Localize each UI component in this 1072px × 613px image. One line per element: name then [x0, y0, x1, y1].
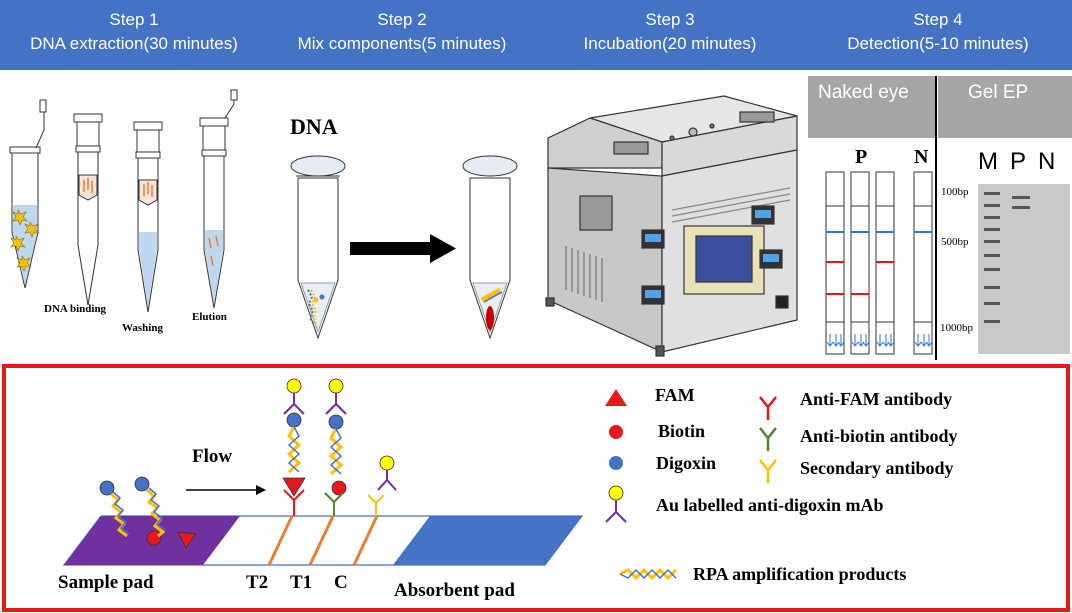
gel-ep-heading: Gel EP [968, 82, 1029, 103]
amplicons-on-sample-pad [99, 476, 197, 549]
step-4-title: Step 4 [913, 10, 963, 29]
fam-symbol [605, 389, 627, 406]
label-dna: DNA [290, 114, 338, 139]
marker-100bp: 100bp [941, 186, 969, 198]
lateral-flow-frame [2, 364, 1070, 612]
gel-sample-bands [1012, 196, 1030, 209]
gel-lane-m: M [978, 148, 998, 175]
t2-label: T2 [246, 572, 269, 593]
incubator-device [545, 95, 798, 357]
rpa-product-symbol [619, 567, 678, 581]
step-1-subtitle: DNA extraction(30 minutes) [30, 34, 238, 53]
gel-header-bg [938, 76, 1072, 138]
legend-fam: FAM [655, 385, 695, 405]
strip-flow-arrows [826, 334, 933, 347]
biotin-symbol [609, 425, 623, 439]
detection-panel [808, 76, 1072, 360]
label-washing: Washing [122, 322, 163, 334]
legend-secondary: Secondary antibody [800, 458, 954, 478]
step-3-header: Step 3 Incubation(20 minutes) [536, 8, 804, 56]
step-3-subtitle: Incubation(20 minutes) [583, 34, 757, 53]
label-elution: Elution [192, 311, 227, 323]
legend-au: Au labelled anti-digoxin mAb [656, 495, 884, 515]
legend-rpa: RPA amplification products [693, 564, 907, 584]
step-4-header: Step 4 Detection(5-10 minutes) [804, 8, 1072, 56]
anti-biotin-symbol [759, 427, 777, 451]
strip-label-n: N [914, 146, 929, 168]
legend-symbols [605, 389, 777, 581]
capture-complex-t1 [324, 378, 347, 516]
anti-fam-symbol [759, 396, 777, 420]
capture-complex-t2 [282, 378, 306, 516]
c-label: C [334, 572, 348, 593]
marker-1000bp: 1000bp [940, 322, 973, 334]
au-gold-symbol [608, 485, 624, 501]
t1-line [308, 515, 335, 566]
legend-biotin: Biotin [658, 421, 706, 441]
test-strip [62, 515, 584, 566]
strip-test-lines [826, 261, 894, 295]
step-2-subtitle: Mix components(5 minutes) [297, 34, 507, 53]
step-3-title: Step 3 [645, 10, 695, 29]
marker-500bp: 500bp [941, 236, 969, 248]
naked-eye-heading: Naked eye [818, 82, 909, 103]
legend-anti-biotin: Anti-biotin antibody [800, 426, 958, 446]
flow-label: Flow [192, 446, 233, 467]
lateral-flow-strips [825, 171, 933, 355]
absorbent-pad-label: Absorbent pad [394, 580, 515, 601]
tube-binding-2 [73, 113, 103, 306]
tube-washing [133, 121, 163, 313]
sample-pad-label: Sample pad [58, 572, 154, 593]
capture-complex-c [367, 455, 397, 516]
tube-elution [199, 89, 238, 309]
step-4-subtitle: Detection(5-10 minutes) [847, 34, 1029, 53]
t1-label: T1 [290, 572, 313, 593]
step-1-header: Step 1 DNA extraction(30 minutes) [0, 8, 268, 56]
legend-anti-fam: Anti-FAM antibody [800, 389, 953, 409]
gel-lane-p: P [1010, 148, 1027, 175]
mix-tubes [290, 155, 518, 340]
legend-digoxin: Digoxin [656, 453, 717, 473]
flow-arrow [186, 485, 266, 495]
cell-burst-markers [10, 209, 40, 272]
steps-header [0, 0, 1072, 70]
c-line [352, 515, 379, 566]
extraction-tubes [9, 89, 238, 313]
naked-eye-header-bg [808, 76, 936, 138]
step-2-header: Step 2 Mix components(5 minutes) [268, 8, 536, 56]
absorbent-pad [393, 516, 582, 565]
gel-marker-bands [984, 192, 1000, 323]
strip-label-p: P [855, 146, 868, 168]
t2-line [267, 515, 294, 566]
step-1-title: Step 1 [109, 10, 159, 29]
digoxin-symbol [609, 456, 623, 470]
secondary-symbol [759, 459, 777, 483]
label-dna-binding: DNA binding [44, 303, 107, 315]
step-2-title: Step 2 [377, 10, 427, 29]
gel-lane-n: N [1038, 148, 1056, 175]
